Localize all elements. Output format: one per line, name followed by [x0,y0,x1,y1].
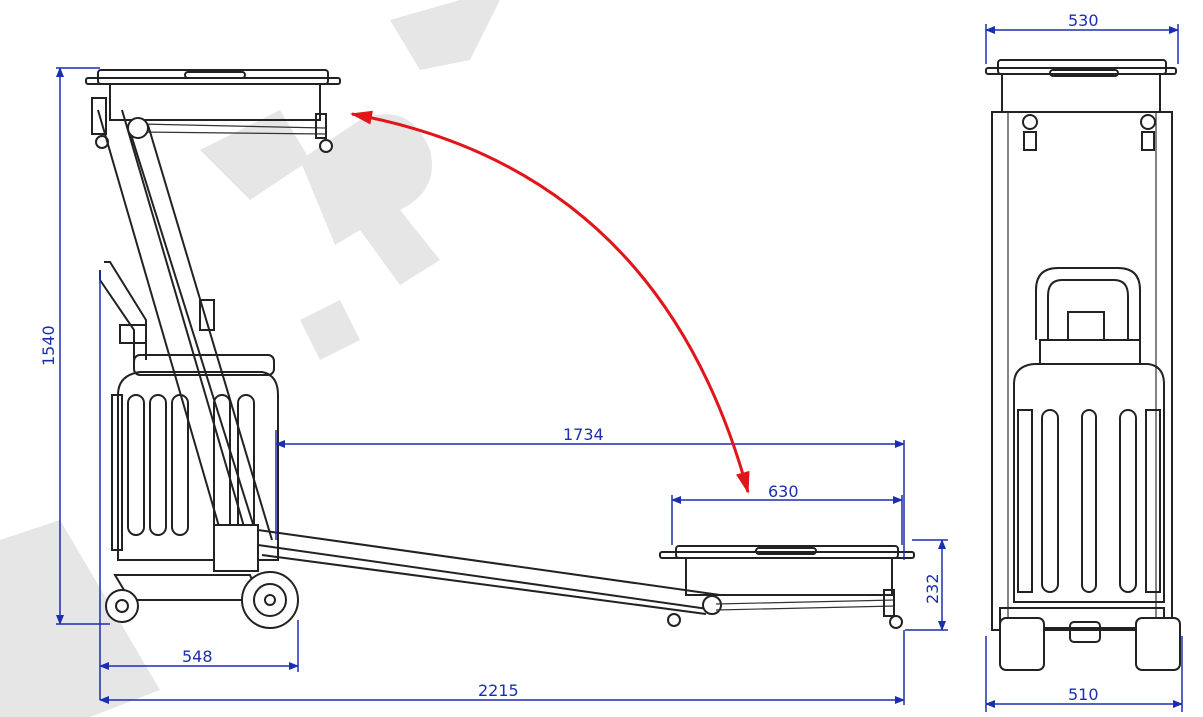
dim-2215: 2215 [478,681,519,700]
dim-1734: 1734 [563,425,604,444]
side-view [85,69,915,629]
dim-232: 232 [923,573,942,604]
curved-double-arrow-icon [350,110,750,494]
dimension-lines [56,24,1183,712]
dim-530: 530 [1068,11,1099,30]
dim-630: 630 [768,482,799,501]
dim-1540: 1540 [39,325,58,366]
front-view [985,59,1181,671]
dim-510: 510 [1068,685,1099,704]
dim-548: 548 [182,647,213,666]
